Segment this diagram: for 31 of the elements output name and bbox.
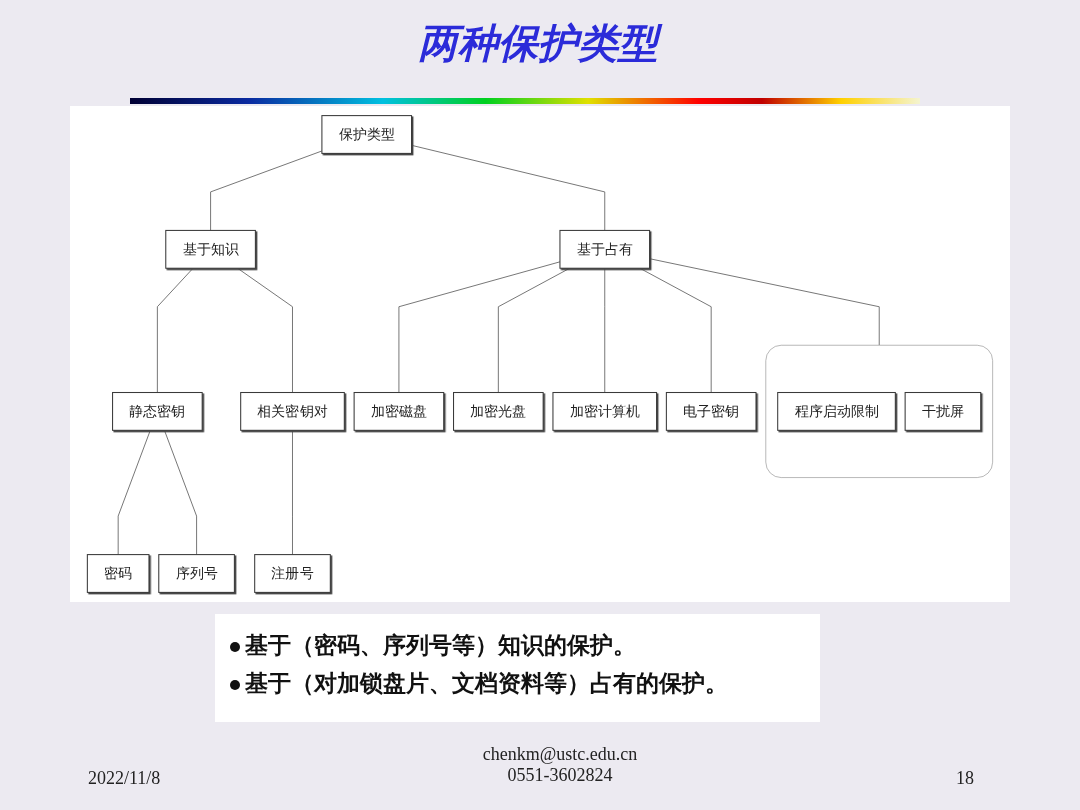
slide-title: 两种保护类型 [408, 12, 672, 76]
page-number: 18 [955, 768, 975, 789]
node-box: 基于占有 [559, 229, 651, 269]
node-box: 加密磁盘 [353, 392, 445, 431]
connector [210, 150, 323, 231]
connector [156, 267, 194, 393]
date-text: 2022/11/8 [88, 768, 162, 789]
node-box: 基于知识 [165, 229, 256, 269]
node-box: 序列号 [158, 554, 235, 593]
connector [649, 258, 880, 346]
connector [292, 429, 293, 556]
node-box: 加密光盘 [453, 392, 544, 431]
node-box: 干扰屏 [904, 392, 982, 431]
bullet-text: 基于（对加锁盘片、文档资料等）占有的保护。 [245, 669, 728, 698]
connector [164, 429, 198, 556]
connector [639, 267, 712, 393]
connector [117, 429, 151, 556]
node-box: 程序启动限制 [777, 392, 896, 431]
connector [411, 144, 606, 231]
node-box: 密码 [86, 554, 150, 593]
node-box: 相关密钥对 [240, 392, 345, 431]
cluster [765, 344, 993, 478]
node-box: 电子密钥 [665, 392, 757, 431]
bullet-text: 基于（密码、序列号等）知识的保护。 [245, 631, 636, 660]
node-box: 静态密钥 [112, 392, 203, 431]
node-box: 加密计算机 [552, 392, 658, 431]
connector [604, 267, 606, 393]
node-box: 注册号 [254, 554, 331, 593]
contact-text: chenkm@ustc.edu.cn 0551-3602824 [481, 744, 639, 786]
node-box: 保护类型 [321, 115, 413, 154]
connector [237, 267, 293, 393]
